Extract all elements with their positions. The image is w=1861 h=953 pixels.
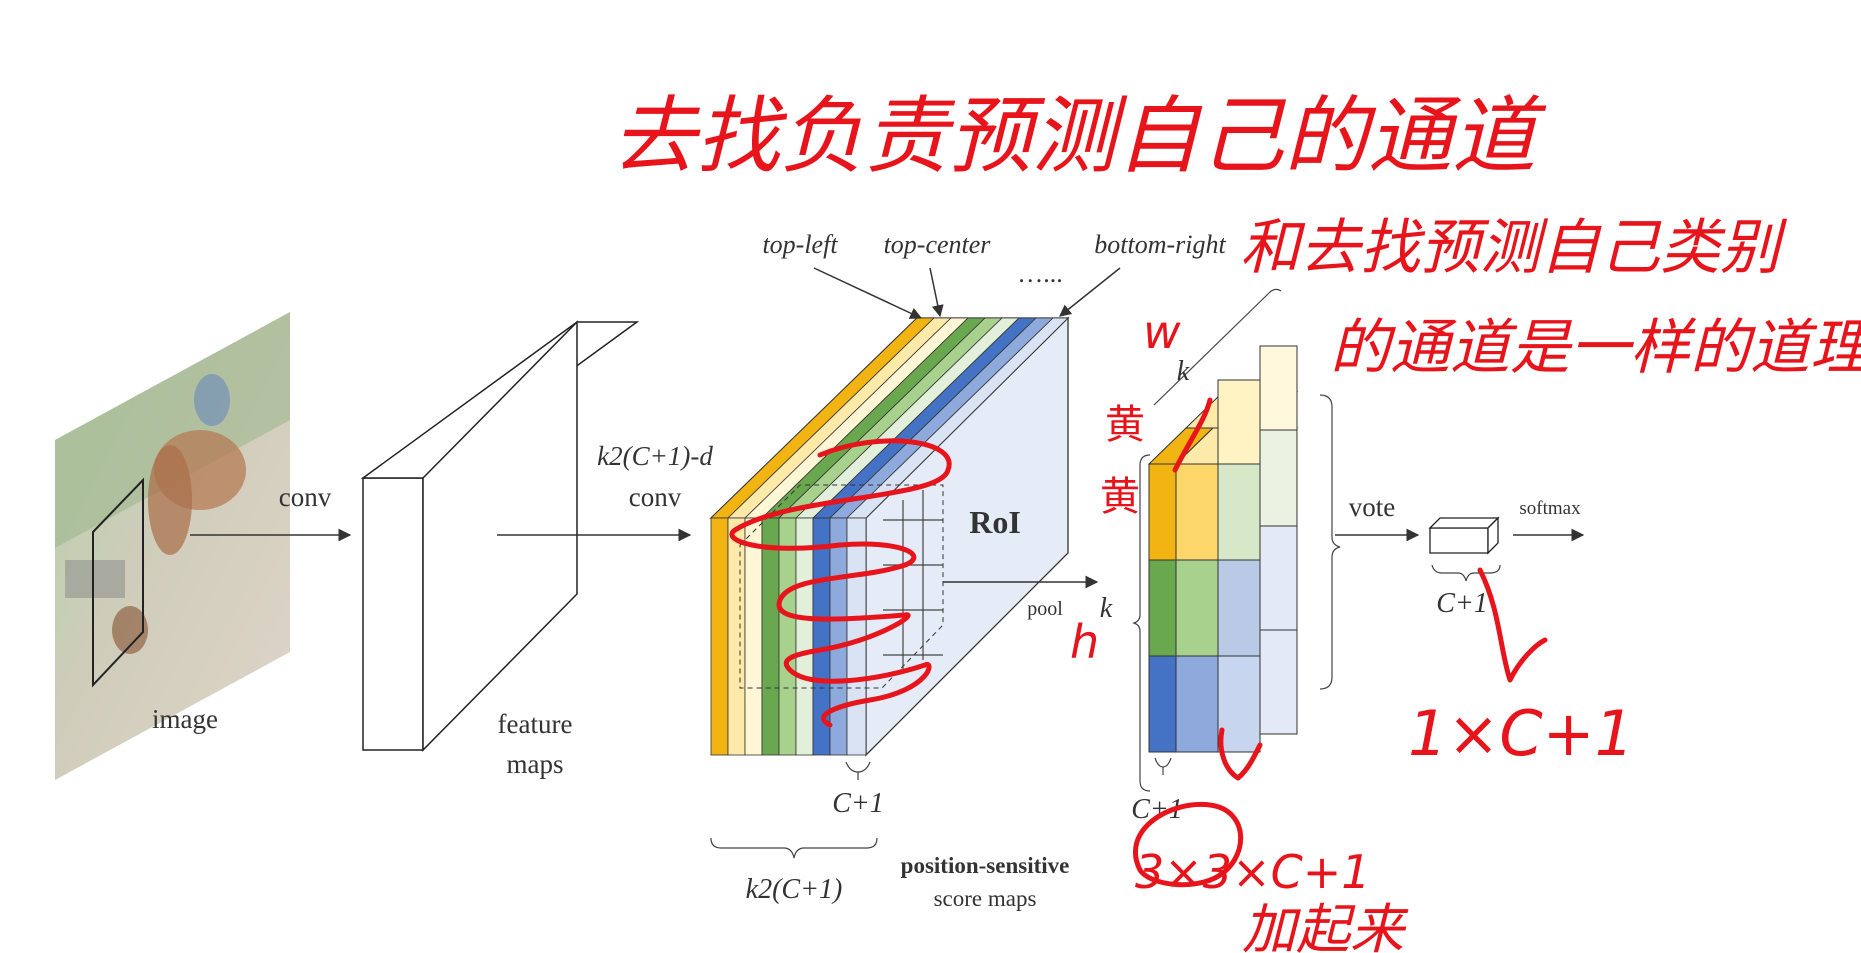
c1-under-maps-label: C+1 xyxy=(832,788,884,819)
slice-top-center-1 xyxy=(761,517,780,756)
k-side-brace xyxy=(1132,454,1151,792)
grid-right-brace xyxy=(1319,394,1341,690)
c1-brace-grid xyxy=(1154,757,1172,775)
class-vector xyxy=(1428,516,1500,555)
input-image xyxy=(55,312,352,780)
top-left-label: top-left xyxy=(762,230,838,259)
kconv-label-line1: k2(C+1)-d xyxy=(597,441,713,471)
bottom-right-arrow xyxy=(1059,267,1121,317)
grid-cell-bottom-left xyxy=(1175,655,1219,753)
grid-cell-middle-left xyxy=(1175,559,1219,657)
roi-label: RoI xyxy=(969,504,1021,540)
position-sensitive-label: position-sensitive xyxy=(901,853,1070,878)
rider-shape xyxy=(194,374,230,426)
handwritten-grid-dims: 3×3×C+1 xyxy=(1135,845,1371,899)
k2c1-label: k2(C+1) xyxy=(746,874,843,905)
grid-cell-top-left xyxy=(1175,463,1219,561)
softmax-label: softmax xyxy=(1519,498,1581,519)
pooled-grid xyxy=(1132,288,1341,792)
truck-shape xyxy=(65,560,125,598)
feature-maps-box xyxy=(360,320,640,752)
k-side-label: k xyxy=(1100,593,1113,624)
vote-label: vote xyxy=(1349,492,1396,522)
feature-label-line2: maps xyxy=(507,749,564,779)
k-top-brace xyxy=(1153,288,1282,406)
c1-brace-vector xyxy=(1431,564,1501,582)
slice-top-left-1 xyxy=(710,517,729,756)
roi-grid-on-face xyxy=(883,490,943,670)
handwritten-result-vector: 1×C+1 xyxy=(1408,697,1634,770)
handwritten-annotations: 去找负责预测自己的通道 和去找预测自己类别 的通道是一样的道理 w h 黄 黄 … xyxy=(612,87,1861,953)
top-left-arrow xyxy=(813,267,923,319)
top-center-arrow xyxy=(929,267,944,318)
c1-brace-maps xyxy=(845,761,871,780)
handwritten-line2b: 的通道是一样的道理 xyxy=(1330,313,1861,383)
roi-on-score-maps xyxy=(739,484,944,689)
dog-shape xyxy=(112,606,148,654)
pool-label: pool xyxy=(1027,598,1063,620)
k2c1-brace xyxy=(710,837,878,859)
top-center-label: top-center xyxy=(884,230,992,259)
ellipsis-label: …... xyxy=(1017,259,1063,288)
handwritten-h: h xyxy=(1070,615,1099,669)
feature-label-line1: feature xyxy=(498,709,573,739)
conv-label: conv xyxy=(279,482,332,512)
score-maps-label: score maps xyxy=(934,886,1037,911)
handwritten-huang2: 黄 xyxy=(1100,474,1140,520)
handwritten-line2a: 和去找预测自己类别 xyxy=(1240,213,1788,283)
handwritten-w: w xyxy=(1143,305,1181,359)
image-label: image xyxy=(152,704,218,734)
handwritten-sum: 加起来 xyxy=(1242,898,1409,953)
kconv-label-line2: conv xyxy=(629,482,682,512)
bottom-right-label: bottom-right xyxy=(1094,230,1226,259)
handwritten-huang1: 黄 xyxy=(1105,402,1145,448)
handwritten-line1: 去找负责预测自己的通道 xyxy=(612,87,1547,185)
roi-box xyxy=(92,477,144,688)
k-top-label: k xyxy=(1177,356,1190,387)
c1-under-vector-label: C+1 xyxy=(1436,588,1488,619)
